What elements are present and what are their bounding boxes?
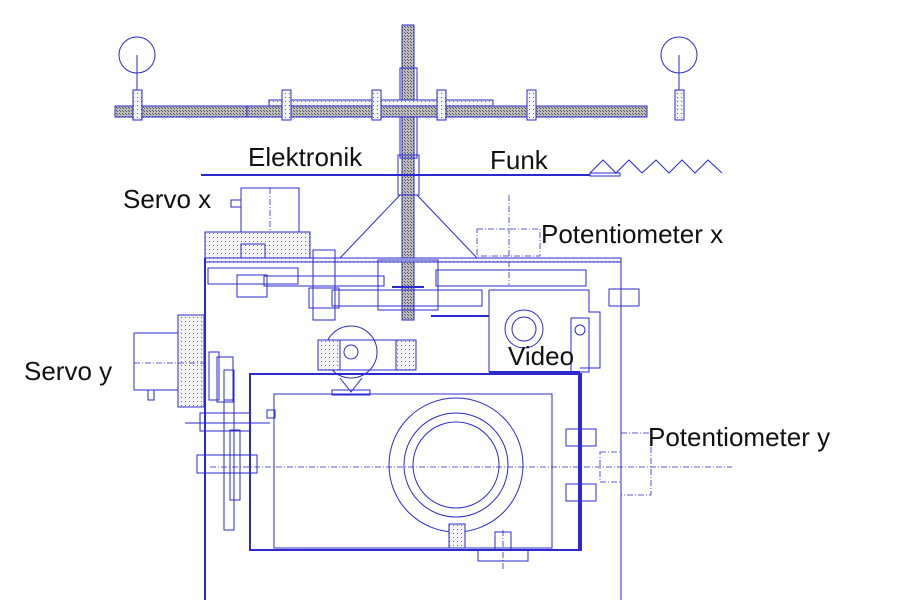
bolt-nut	[308, 287, 340, 309]
servo-y-gear	[208, 351, 220, 401]
gear-x-hub	[236, 274, 268, 298]
label-servo-x: Servo x	[123, 184, 212, 214]
video-box-outline	[489, 289, 601, 369]
crossbar-clamp	[436, 89, 447, 121]
hinge-cone	[339, 377, 363, 393]
hinge-block-right	[395, 339, 417, 371]
bolt-stack	[312, 249, 336, 321]
crossbar-right	[246, 105, 648, 118]
video-lens-inner	[511, 316, 537, 342]
drive-belt-2	[229, 429, 241, 501]
servo-x-connector	[230, 199, 242, 208]
y-axle-upper	[199, 412, 251, 432]
crossbar-clamp	[674, 89, 685, 121]
gear-lower	[331, 289, 483, 307]
hinge-block-left	[317, 339, 341, 371]
gear-x-link	[263, 275, 385, 287]
hinge-bar	[339, 339, 397, 371]
label-potentiometer-y: Potentiometer y	[648, 422, 831, 452]
potentiometer-y-coupling	[599, 451, 622, 483]
crossbar-clamp	[281, 89, 292, 121]
label-potentiometer-x: Potentiometer x	[541, 219, 724, 249]
camera-lens-outer	[388, 397, 524, 533]
mast-gear-block	[377, 259, 439, 311]
crossbar-clamp	[526, 89, 537, 121]
crossbar-clamp	[371, 89, 382, 121]
pot-y-bolt-lower	[565, 483, 597, 502]
radio-connector	[589, 172, 621, 177]
camera-button	[266, 409, 276, 419]
camera-lens-inner	[412, 421, 500, 509]
hinge-foot	[331, 389, 371, 396]
gear-x-large	[435, 269, 587, 287]
label-elektronik: Elektronik	[248, 142, 363, 172]
servo-y-mount	[177, 314, 205, 408]
label-video: Video	[508, 341, 575, 371]
potentiometer-y-body	[620, 432, 652, 496]
antenna-mast	[401, 24, 415, 321]
pot-y-bolt-upper	[565, 428, 597, 447]
lens-support	[448, 523, 466, 549]
camera-lens-mid	[403, 412, 509, 518]
frame-bolt-right	[608, 288, 640, 307]
potentiometer-x-body	[476, 228, 541, 257]
video-connector-hole	[574, 324, 586, 336]
servo-y-gear-2	[216, 356, 234, 403]
hinge-pin	[343, 344, 359, 360]
label-funk: Funk	[490, 145, 548, 175]
crossbar-clamp	[132, 89, 143, 121]
camera-body	[273, 393, 553, 549]
video-connector	[570, 317, 590, 373]
servo-x-mount	[204, 231, 311, 259]
strut-left	[339, 194, 401, 259]
camera-cradle	[249, 373, 582, 551]
radio-wave-symbol	[589, 159, 723, 174]
strut-right	[416, 194, 478, 259]
label-servo-y: Servo y	[24, 356, 113, 386]
y-axle-lower	[196, 454, 258, 474]
drive-belt	[223, 399, 235, 531]
servo-y-connector	[147, 389, 155, 401]
video-lens-outer	[504, 309, 544, 349]
